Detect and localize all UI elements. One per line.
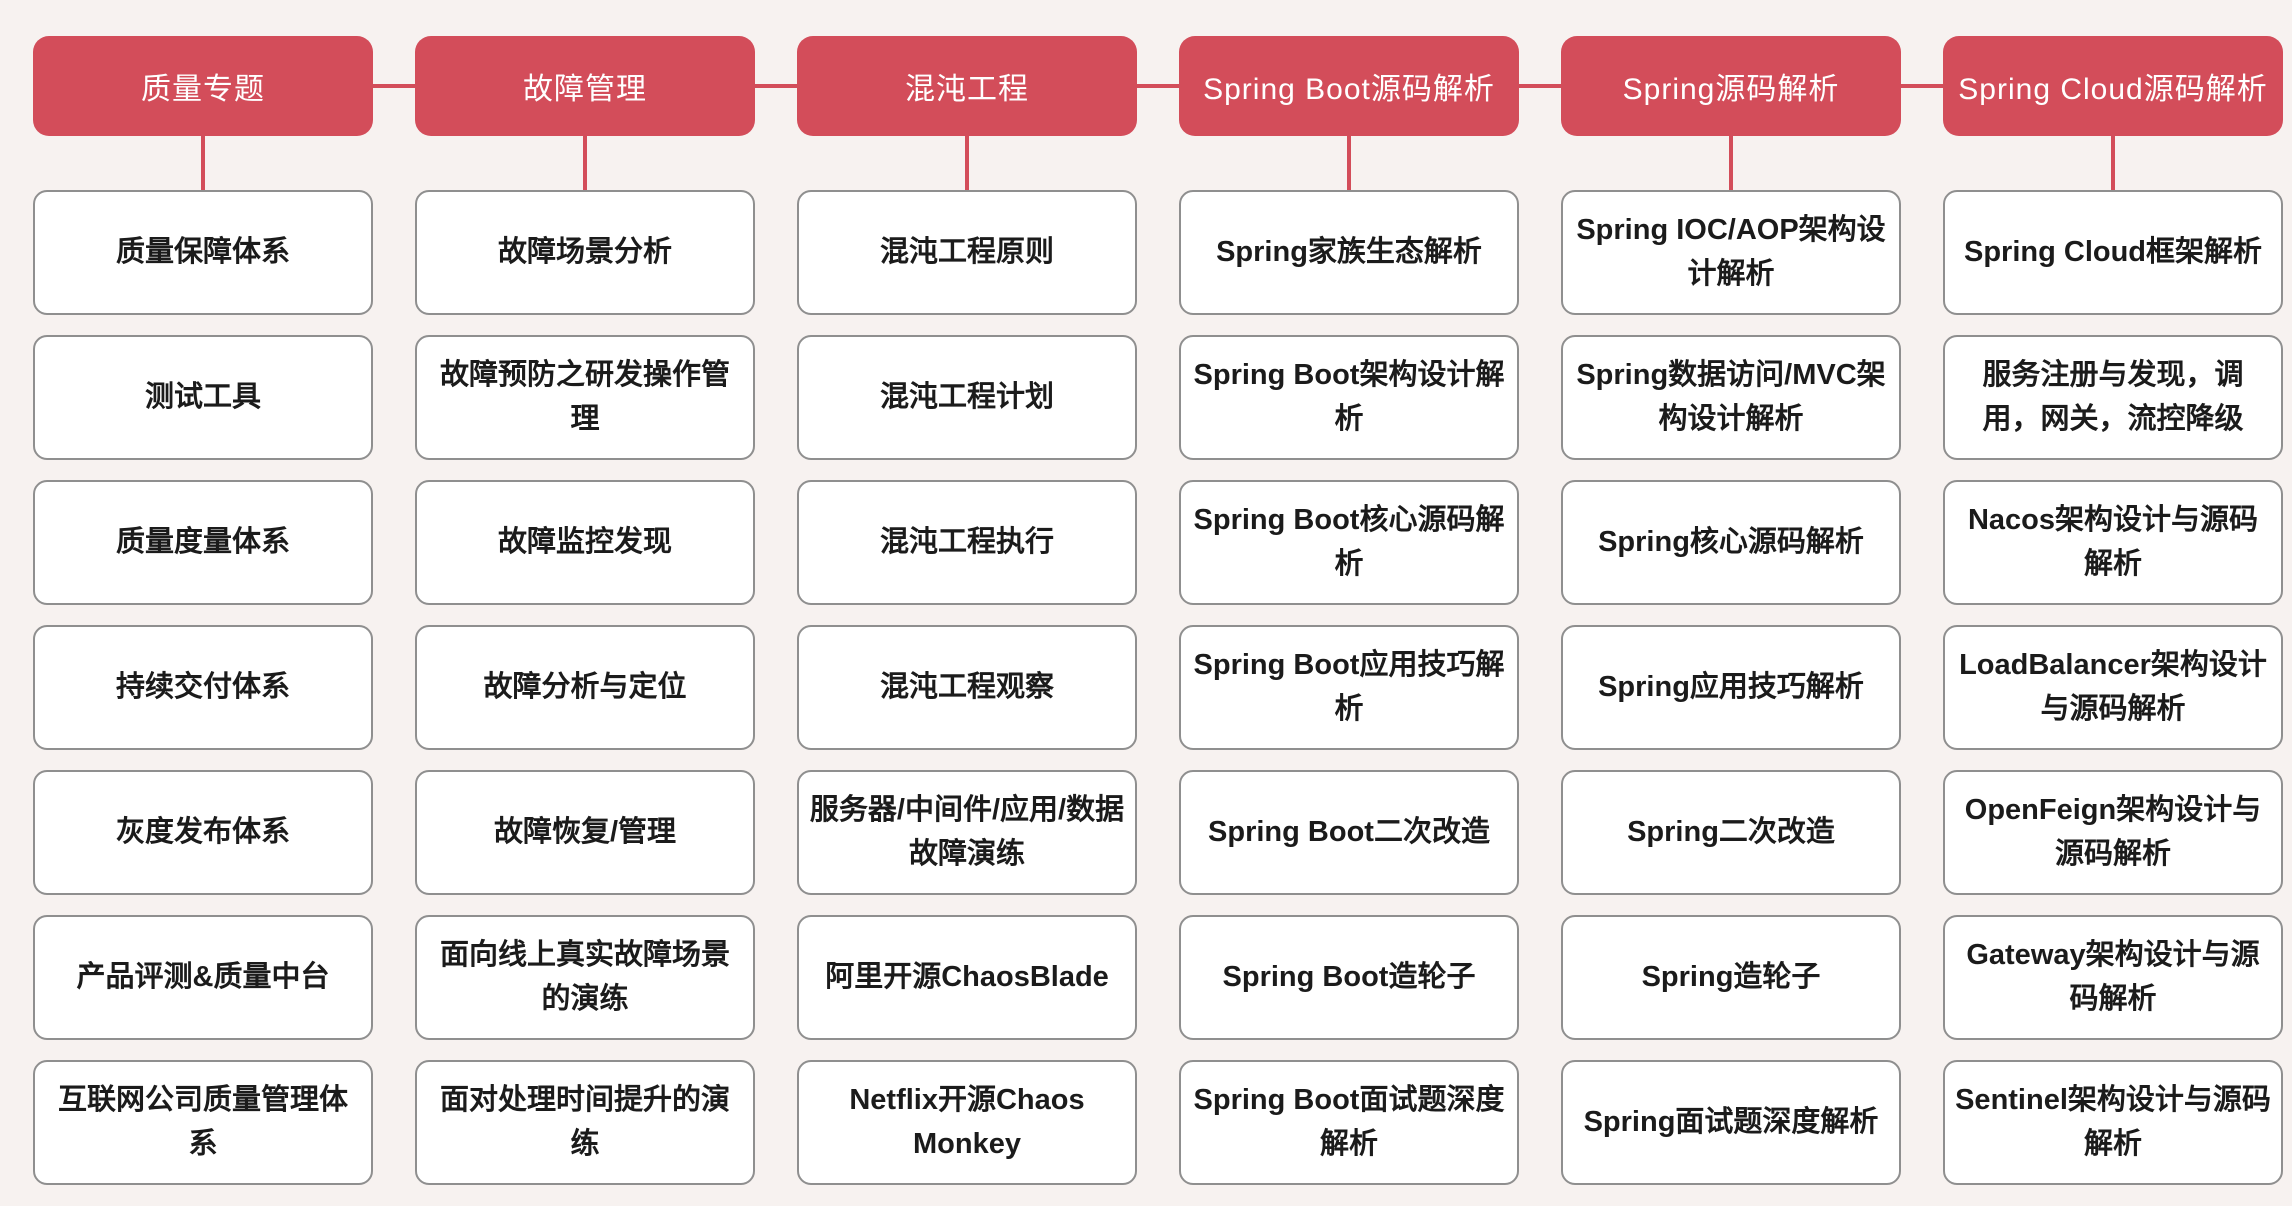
branch-column-fault-management: 故障管理 故障场景分析 故障预防之研发操作管理 故障监控发现 故障分析与定位 故… (373, 36, 755, 1205)
mindmap-node: Spring Boot二次改造 (1179, 770, 1519, 895)
mindmap-node: LoadBalancer架构设计与源码解析 (1943, 625, 2283, 750)
mindmap-node: OpenFeign架构设计与源码解析 (1943, 770, 2283, 895)
mindmap-node: Nacos架构设计与源码解析 (1943, 480, 2283, 605)
branch-header: 混沌工程 (797, 36, 1137, 136)
mindmap-node: Spring家族生态解析 (1179, 190, 1519, 315)
header-child-connector-line (2111, 136, 2115, 190)
mindmap-node: 灰度发布体系 (33, 770, 373, 895)
branch-connector-line (755, 84, 797, 88)
mindmap-node: 故障场景分析 (415, 190, 755, 315)
mindmap-node: Spring Boot面试题深度解析 (1179, 1060, 1519, 1185)
header-child-connector-line (201, 136, 205, 190)
mindmap-node: Spring Boot应用技巧解析 (1179, 625, 1519, 750)
mindmap-node: Spring Boot造轮子 (1179, 915, 1519, 1040)
mindmap-node: 产品评测&质量中台 (33, 915, 373, 1040)
mindmap-node: Spring面试题深度解析 (1561, 1060, 1901, 1185)
mindmap-node: 阿里开源ChaosBlade (797, 915, 1137, 1040)
mindmap-node: 服务注册与发现，调用，网关，流控降级 (1943, 335, 2283, 460)
mindmap-node: Sentinel架构设计与源码解析 (1943, 1060, 2283, 1185)
mindmap-node: 持续交付体系 (33, 625, 373, 750)
mindmap-node: 故障预防之研发操作管理 (415, 335, 755, 460)
branch-header: Spring Cloud源码解析 (1943, 36, 2283, 136)
header-child-connector-line (1729, 136, 1733, 190)
mindmap-node: Spring Boot架构设计解析 (1179, 335, 1519, 460)
branch-connector-line (1519, 84, 1561, 88)
mindmap-node: 混沌工程原则 (797, 190, 1137, 315)
branch-header: 质量专题 (33, 36, 373, 136)
mindmap-node: 互联网公司质量管理体系 (33, 1060, 373, 1185)
branch-column-spring-source: Spring源码解析 Spring IOC/AOP架构设计解析 Spring数据… (1519, 36, 1901, 1205)
branch-connector-line (1901, 84, 1943, 88)
mindmap-node: Spring二次改造 (1561, 770, 1901, 895)
mindmap-node: 面向线上真实故障场景的演练 (415, 915, 755, 1040)
mindmap-node: Spring Boot核心源码解析 (1179, 480, 1519, 605)
mindmap-node: Gateway架构设计与源码解析 (1943, 915, 2283, 1040)
mindmap-node: 混沌工程计划 (797, 335, 1137, 460)
branch-column-spring-cloud-source: Spring Cloud源码解析 Spring Cloud框架解析 服务注册与发… (1901, 36, 2283, 1205)
mindmap-node: Spring应用技巧解析 (1561, 625, 1901, 750)
mindmap-node: 质量度量体系 (33, 480, 373, 605)
mindmap-node: Netflix开源Chaos Monkey (797, 1060, 1137, 1185)
mindmap-node: 故障恢复/管理 (415, 770, 755, 895)
branch-connector-line (373, 84, 415, 88)
branch-column-chaos-engineering: 混沌工程 混沌工程原则 混沌工程计划 混沌工程执行 混沌工程观察 服务器/中间件… (755, 36, 1137, 1205)
mindmap-node: Spring Cloud框架解析 (1943, 190, 2283, 315)
mindmap-node: 故障监控发现 (415, 480, 755, 605)
mindmap-node: 混沌工程执行 (797, 480, 1137, 605)
mindmap-node: Spring造轮子 (1561, 915, 1901, 1040)
mindmap-node: 混沌工程观察 (797, 625, 1137, 750)
branch-column-spring-boot-source: Spring Boot源码解析 Spring家族生态解析 Spring Boot… (1137, 36, 1519, 1205)
header-child-connector-line (965, 136, 969, 190)
mindmap-node: Spring数据访问/MVC架构设计解析 (1561, 335, 1901, 460)
branch-connector-line (1137, 84, 1179, 88)
branch-header: 故障管理 (415, 36, 755, 136)
mindmap-node: Spring核心源码解析 (1561, 480, 1901, 605)
header-child-connector-line (583, 136, 587, 190)
branch-header: Spring源码解析 (1561, 36, 1901, 136)
header-child-connector-line (1347, 136, 1351, 190)
branch-header: Spring Boot源码解析 (1179, 36, 1519, 136)
mindmap-node: 质量保障体系 (33, 190, 373, 315)
mindmap-node: 服务器/中间件/应用/数据故障演练 (797, 770, 1137, 895)
branch-column-quality: 质量专题 质量保障体系 测试工具 质量度量体系 持续交付体系 灰度发布体系 产品… (33, 36, 373, 1205)
mindmap-node: Spring IOC/AOP架构设计解析 (1561, 190, 1901, 315)
mindmap-node: 面对处理时间提升的演练 (415, 1060, 755, 1185)
mindmap-node: 故障分析与定位 (415, 625, 755, 750)
mindmap-node: 测试工具 (33, 335, 373, 460)
